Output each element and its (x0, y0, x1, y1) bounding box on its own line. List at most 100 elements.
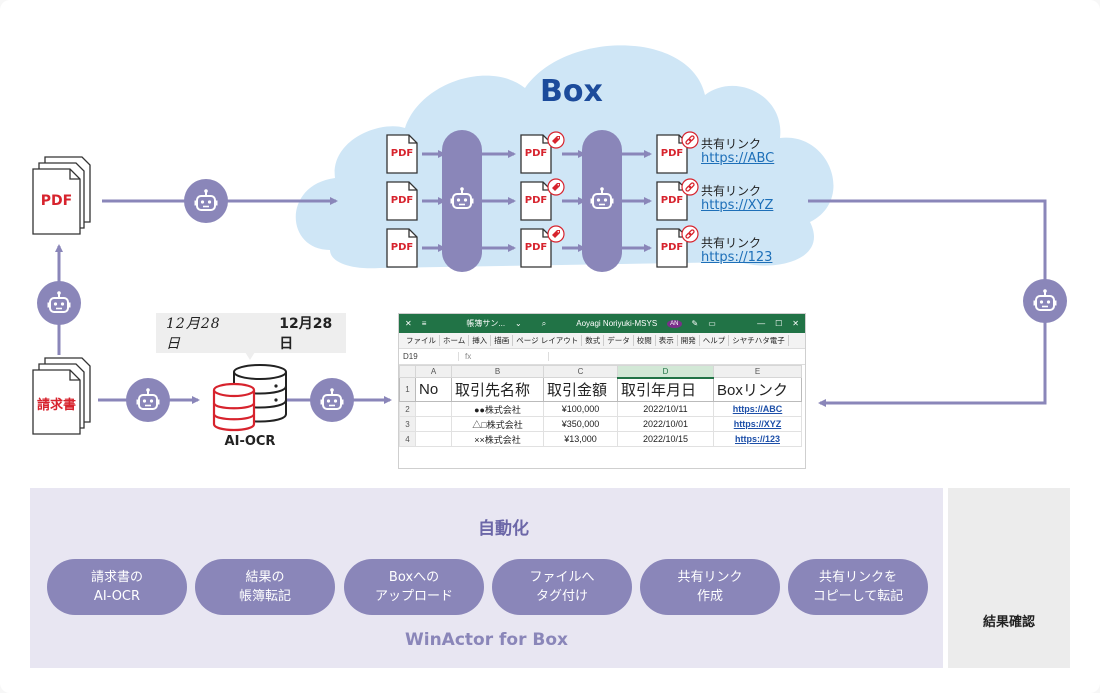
ribbon-tab[interactable]: ホーム (440, 335, 470, 346)
column-header[interactable]: B (451, 365, 544, 378)
row-number[interactable]: 2 (399, 401, 416, 417)
avatar[interactable]: AN (667, 319, 682, 328)
close-window-icon[interactable]: ✕ (792, 319, 799, 328)
close-icon[interactable]: ✕ (405, 319, 412, 328)
column-header[interactable]: A (415, 365, 452, 378)
ribbon-tab[interactable]: シヤチハタ電子 (729, 335, 789, 346)
row-number[interactable]: 1 (399, 377, 416, 402)
column-header[interactable]: D (617, 365, 714, 379)
invoice-stack-label: 請求書 (36, 398, 76, 413)
link-icon (681, 131, 699, 149)
ribbon-tab[interactable]: ページ レイアウト (513, 335, 583, 346)
header-cell[interactable]: 取引先名称 (451, 377, 544, 402)
ai-ocr-database-icon (212, 364, 287, 432)
column-header[interactable]: E (713, 365, 802, 378)
cloud-arrows (422, 150, 652, 252)
name-box[interactable]: D19 (399, 352, 459, 361)
share-link-title: 共有リンク (701, 236, 762, 250)
ribbon-tab[interactable]: データ (604, 335, 634, 346)
cell-client[interactable]: △□株式会社 (451, 416, 544, 432)
share-link-1: 共有リンク https://ABC (701, 137, 774, 166)
pen-icon[interactable]: ✎ (691, 319, 699, 328)
converted-date: 12月28日 (279, 316, 333, 352)
step-share-link: 共有リンク 作成 (640, 559, 780, 615)
ribbon-tab[interactable]: 校閲 (634, 335, 656, 346)
pdf-label: PDF (524, 195, 548, 206)
menu-icon[interactable]: ≡ (421, 319, 427, 328)
header-cell[interactable]: Boxリンク (713, 377, 802, 402)
tag-icon (547, 131, 565, 149)
user-name: Aoyagi Noriyuki-MSYS (576, 319, 658, 328)
pdf-label: PDF (390, 148, 414, 159)
ribbon-tab[interactable]: ファイル (403, 335, 440, 346)
formula-bar: D19 fx (399, 349, 805, 365)
automation-label: 自動化 (472, 514, 535, 539)
ribbon-tab[interactable]: 表示 (656, 335, 678, 346)
share-link-url[interactable]: https://123 (701, 250, 773, 265)
pdf-label: PDF (660, 148, 684, 159)
product-name: WinActor for Box (404, 630, 568, 650)
tag-icon (547, 178, 565, 196)
cell[interactable] (415, 431, 452, 447)
corner-cell[interactable] (399, 365, 416, 378)
cell-amount[interactable]: ¥350,000 (543, 416, 618, 432)
header-cell[interactable]: 取引金額 (543, 377, 618, 402)
fx-label[interactable]: fx (459, 352, 549, 361)
ribbon-tab[interactable]: ヘルプ (700, 335, 730, 346)
pdf-label: PDF (390, 242, 414, 253)
cell-amount[interactable]: ¥100,000 (543, 401, 618, 417)
column-header[interactable]: C (543, 365, 618, 378)
table-row: 4 ××株式会社 ¥13,000 2022/10/15 https://123 (399, 431, 802, 447)
maximize-icon[interactable]: ☐ (775, 319, 783, 328)
cell-amount[interactable]: ¥13,000 (543, 431, 618, 447)
ribbon-tab[interactable]: 開発 (678, 335, 700, 346)
cell[interactable] (415, 401, 452, 417)
table-row: 2 ●●株式会社 ¥100,000 2022/10/11 https://ABC (399, 401, 802, 417)
date-conversion-callout: 12月28日 12月28日 (156, 313, 346, 353)
share-link-url[interactable]: https://XYZ (701, 198, 774, 213)
step-link-copy: 共有リンクを コピーして転記 (788, 559, 928, 615)
cell-link[interactable]: https://ABC (713, 401, 802, 417)
search-icon[interactable]: ⌕ (541, 318, 547, 328)
pdf-label: PDF (524, 242, 548, 253)
pdf-stack-icon (32, 156, 91, 235)
tag-icon (547, 225, 565, 243)
cell[interactable] (415, 416, 452, 432)
result-check-panel (948, 488, 1070, 668)
robot-pipe-tagging (442, 130, 482, 272)
step-ai-ocr: 請求書の AI-OCR (47, 559, 187, 615)
robot-pipe-linking (582, 130, 622, 272)
share-link-url[interactable]: https://ABC (701, 151, 775, 166)
cell-date[interactable]: 2022/10/01 (617, 416, 714, 432)
pdf-label: PDF (660, 195, 684, 206)
cell-link[interactable]: https://XYZ (713, 416, 802, 432)
row-number[interactable]: 3 (399, 416, 416, 432)
ribbon-tab[interactable]: 挿入 (469, 335, 492, 346)
layout-icon[interactable]: ▭ (708, 319, 716, 328)
handwritten-date: 12月28日 (166, 316, 221, 352)
cell-date[interactable]: 2022/10/11 (617, 401, 714, 417)
ai-ocr-label: AI-OCR (224, 434, 276, 449)
share-link-title: 共有リンク (701, 184, 762, 198)
share-link-2: 共有リンク https://XYZ (701, 184, 773, 213)
minimize-icon[interactable]: — (757, 319, 766, 328)
ribbon-tabs: ファイルホーム挿入描画ページ レイアウト数式データ校閲表示開発ヘルプシヤチハタ電… (399, 333, 805, 349)
share-link-3: 共有リンク https://123 (701, 236, 772, 265)
pdf-stack-label: PDF (40, 193, 73, 209)
chevron-down-icon[interactable]: ⌄ (515, 319, 522, 328)
ribbon-tab[interactable]: 描画 (491, 335, 514, 346)
cell-link[interactable]: https://123 (713, 431, 802, 447)
table-row: 1 No 取引先名称 取引金額 取引年月日 Boxリンク (399, 377, 802, 402)
excel-window: ✕ ≡ 帳簿サン... ⌄ ⌕ Aoyagi Noriyuki-MSYS AN … (398, 313, 806, 469)
row-number[interactable]: 4 (399, 431, 416, 447)
cell-date[interactable]: 2022/10/15 (617, 431, 714, 447)
cloud-title: Box (540, 74, 603, 109)
header-cell[interactable]: 取引年月日 (617, 377, 714, 402)
box-cloud (295, 45, 834, 269)
step-file-tagging: ファイルへ タグ付け (492, 559, 632, 615)
ribbon-tab[interactable]: 数式 (582, 335, 605, 346)
header-cell[interactable]: No (415, 377, 452, 402)
cell-client[interactable]: ××株式会社 (451, 431, 544, 447)
cell-client[interactable]: ●●株式会社 (451, 401, 544, 417)
